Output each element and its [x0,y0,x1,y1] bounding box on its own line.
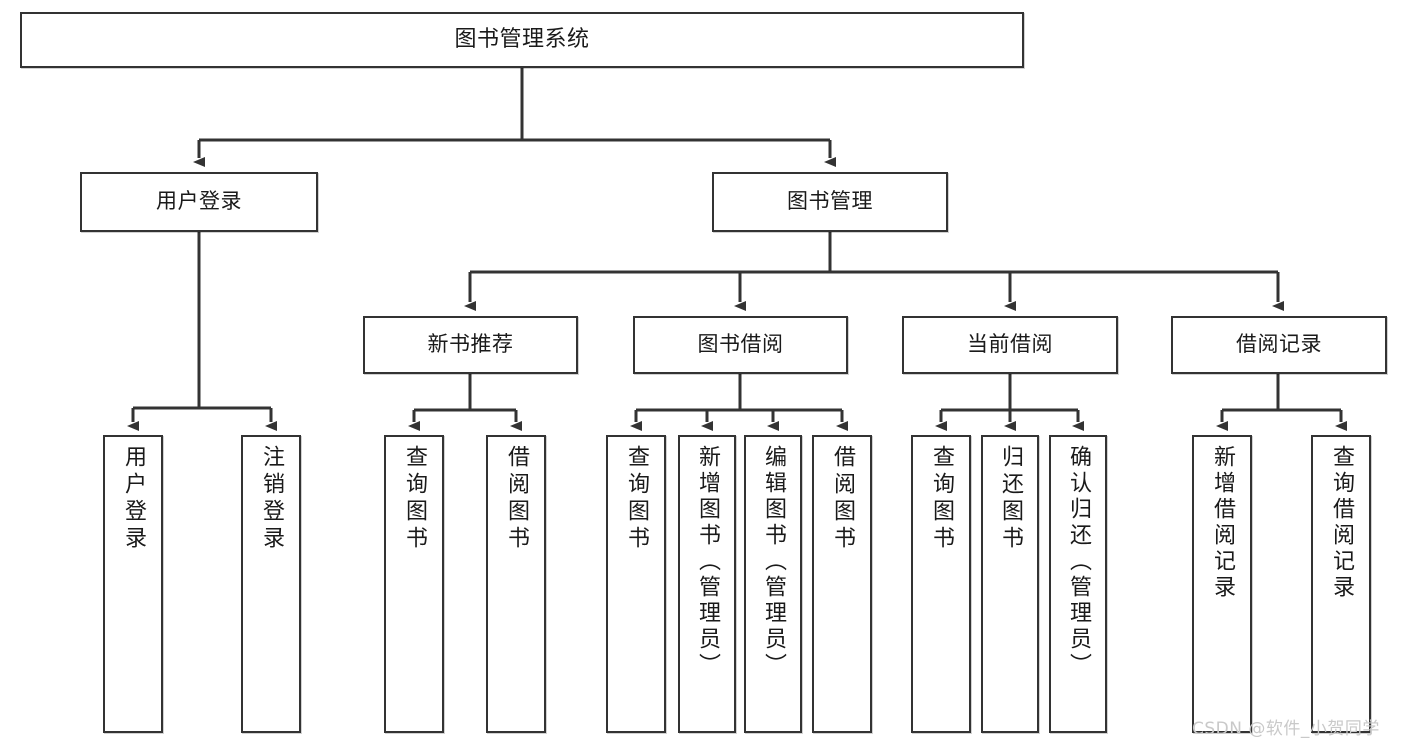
node-label: 新增图书（管理员） [695,445,720,679]
leaf-borrow-book[interactable]: 借阅图书 [812,435,872,733]
node-label: 查询借阅记录 [1329,445,1354,601]
node-label: 归还图书 [998,445,1023,553]
node-label: 用户登录 [121,445,146,553]
leaf-query-book-borrow[interactable]: 查询图书 [606,435,666,733]
leaf-logout[interactable]: 注销登录 [241,435,301,733]
leaf-add-book-admin[interactable]: 新增图书（管理员） [678,435,736,733]
node-label: 图书借阅 [697,332,784,357]
node-label: 查询图书 [402,445,427,553]
leaf-user-login[interactable]: 用户登录 [103,435,163,733]
node-label: 借阅图书 [830,445,855,553]
leaf-borrow-book-new[interactable]: 借阅图书 [486,435,546,733]
node-new-book-recommend[interactable]: 新书推荐 [363,316,578,374]
watermark-text: CSDN @软件_小贺同学 [1192,719,1380,739]
node-label: 确认归还（管理员） [1066,445,1091,679]
node-root-system[interactable]: 图书管理系统 [20,12,1024,68]
node-book-management[interactable]: 图书管理 [712,172,948,232]
leaf-query-borrow-record[interactable]: 查询借阅记录 [1311,435,1371,733]
leaf-query-book-current[interactable]: 查询图书 [911,435,971,733]
node-label: 新书推荐 [427,332,514,357]
node-label: 借阅记录 [1236,332,1322,357]
leaf-query-book-new[interactable]: 查询图书 [384,435,444,733]
leaf-edit-book-admin[interactable]: 编辑图书（管理员） [744,435,802,733]
leaf-confirm-return-admin[interactable]: 确认归还（管理员） [1049,435,1107,733]
node-label: 查询图书 [929,445,954,553]
leaf-return-book[interactable]: 归还图书 [981,435,1039,733]
node-book-borrow[interactable]: 图书借阅 [633,316,848,374]
node-label: 编辑图书（管理员） [761,445,786,679]
node-borrow-record[interactable]: 借阅记录 [1171,316,1387,374]
node-user-login[interactable]: 用户登录 [80,172,318,232]
node-label: 用户登录 [156,189,242,214]
node-label: 图书管理 [787,189,873,214]
node-label: 图书管理系统 [454,26,590,52]
node-label: 借阅图书 [504,445,529,553]
node-label: 注销登录 [259,445,284,553]
node-label: 当前借阅 [967,332,1053,357]
node-current-borrow[interactable]: 当前借阅 [902,316,1118,374]
node-label: 新增借阅记录 [1210,445,1235,601]
leaf-add-borrow-record[interactable]: 新增借阅记录 [1192,435,1252,733]
node-label: 查询图书 [624,445,649,553]
